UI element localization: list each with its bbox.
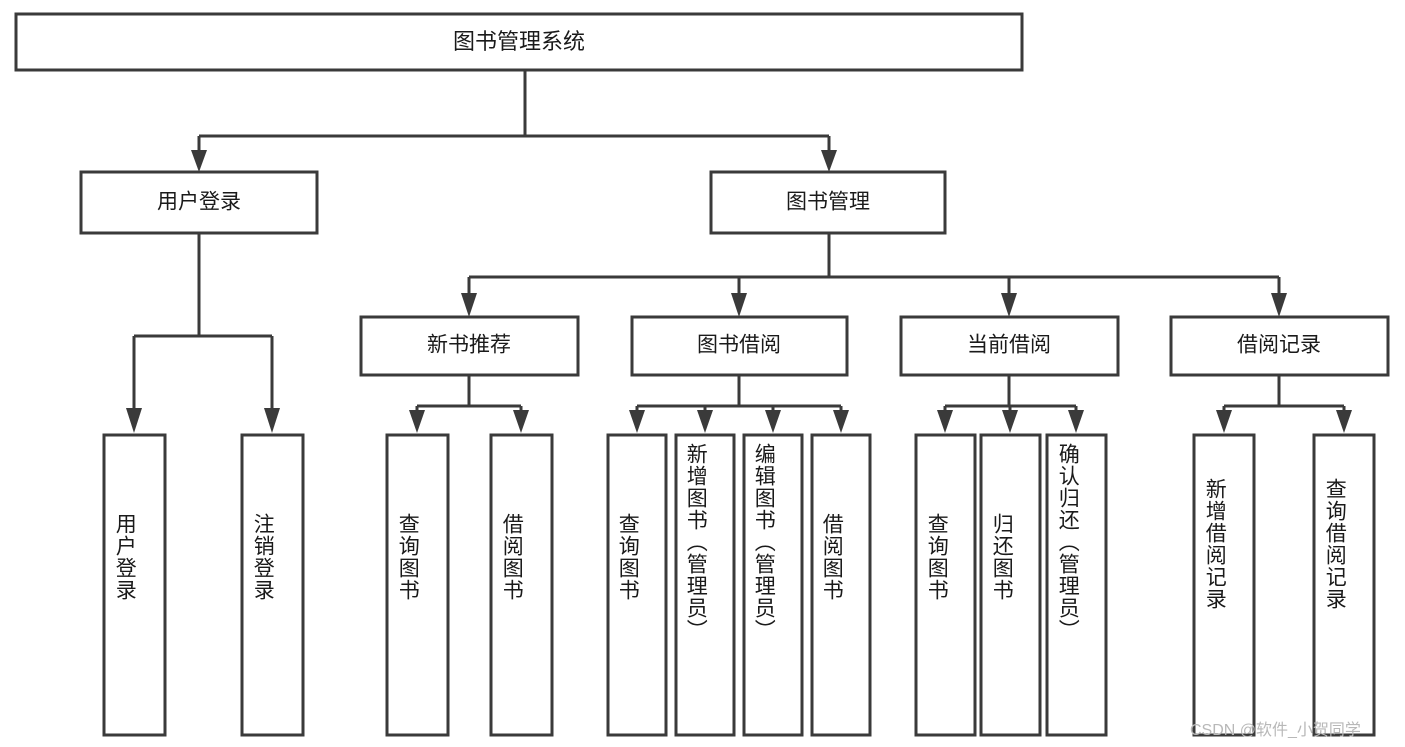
arrow-head-icon (191, 150, 207, 172)
leaf-box-book-borrow-4[interactable] (810, 433, 872, 737)
leaf-box-new-book-2[interactable] (489, 433, 554, 737)
leaf-box-book-borrow-3[interactable] (742, 433, 804, 737)
arrow-head-icon (629, 410, 645, 433)
arrow-head-icon (409, 410, 425, 433)
node-root-label: 图书管理系统 (453, 29, 585, 54)
node-book-management-box[interactable] (709, 170, 947, 235)
leaf-box-book-borrow-2[interactable] (674, 433, 736, 737)
arrow-head-icon (1271, 293, 1287, 317)
arrow-head-icon (1002, 410, 1018, 433)
node-new-book-recommend-box[interactable] (359, 315, 580, 377)
leaf-group-new-book-recommend (385, 433, 554, 737)
connector-root-to-level2 (191, 70, 837, 172)
leaf-group-current-borrow (914, 433, 1108, 737)
leaf-box-user-login-1[interactable] (102, 433, 167, 737)
node-borrow-record[interactable]: 借阅记录 (1169, 315, 1390, 377)
leaf-box-user-login-2[interactable] (240, 433, 305, 737)
leaf-box-current-borrow-3[interactable] (1045, 433, 1108, 737)
leaf-box-borrow-record-1[interactable] (1192, 433, 1256, 737)
leaf-box-book-borrow-1[interactable] (606, 433, 668, 737)
leaf-box-current-borrow-1[interactable] (914, 433, 977, 737)
node-new-book-recommend[interactable]: 新书推荐 (359, 315, 580, 377)
node-root-box[interactable] (14, 12, 1024, 72)
leaf-box-new-book-1[interactable] (385, 433, 450, 737)
arrow-head-icon (1068, 410, 1084, 433)
arrow-head-icon (697, 410, 713, 433)
connector-newbook-to-leaves (409, 375, 529, 433)
arrow-head-icon (731, 293, 747, 317)
connector-currentborrow-to-leaves (937, 375, 1084, 433)
arrow-head-icon (513, 410, 529, 433)
connector-borrowrecord-to-leaves (1216, 375, 1352, 433)
leaf-group-user-login (102, 433, 305, 737)
node-current-borrow[interactable]: 当前借阅 (899, 315, 1120, 377)
arrow-head-icon (1336, 410, 1352, 433)
node-user-login-label: 用户登录 (157, 191, 241, 214)
arrow-head-icon (937, 410, 953, 433)
leaf-group-borrow-record (1192, 433, 1376, 737)
node-book-management-label: 图书管理 (786, 191, 870, 214)
node-current-borrow-label: 当前借阅 (967, 334, 1051, 357)
node-user-login-box[interactable] (79, 170, 319, 235)
node-book-borrow-label: 图书借阅 (697, 334, 781, 357)
arrow-head-icon (833, 410, 849, 433)
arrow-head-icon (264, 408, 280, 433)
watermark: CSDN @软件_小贺同学 (1190, 722, 1361, 739)
arrow-head-icon (1001, 293, 1017, 317)
arrow-head-icon (461, 293, 477, 317)
arrow-head-icon (1216, 410, 1232, 433)
leaf-box-borrow-record-2[interactable] (1312, 433, 1376, 737)
arrow-head-icon (821, 150, 837, 172)
node-new-book-recommend-label: 新书推荐 (427, 334, 511, 357)
connector-userlogin-to-leaves (126, 233, 280, 433)
node-borrow-record-box[interactable] (1169, 315, 1390, 377)
connector-bookborrow-to-leaves (629, 375, 849, 433)
leaf-group-book-borrow (606, 433, 872, 737)
connector-bookmgmt-to-level3 (461, 233, 1287, 317)
node-root[interactable]: 图书管理系统 (14, 12, 1024, 72)
node-current-borrow-box[interactable] (899, 315, 1120, 377)
node-borrow-record-label: 借阅记录 (1237, 334, 1321, 357)
arrow-head-icon (126, 408, 142, 433)
node-user-login[interactable]: 用户登录 (79, 170, 319, 235)
node-book-borrow-box[interactable] (630, 315, 849, 377)
node-book-borrow[interactable]: 图书借阅 (630, 315, 849, 377)
node-book-management[interactable]: 图书管理 (709, 170, 947, 235)
leaf-box-current-borrow-2[interactable] (979, 433, 1042, 737)
arrow-head-icon (765, 410, 781, 433)
